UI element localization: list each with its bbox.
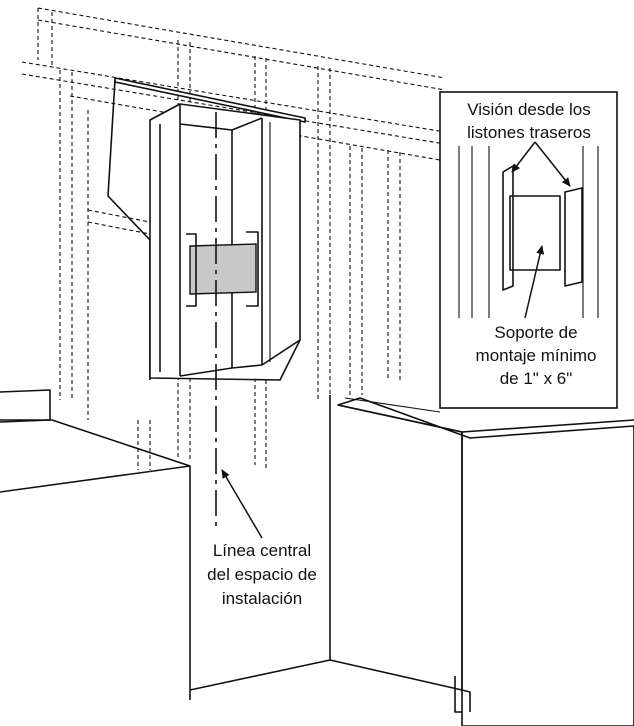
- right-cabinet: [189, 397, 634, 726]
- range-hood: [107, 77, 306, 381]
- centerline-label-line2: del espacio de: [207, 565, 317, 584]
- bracket-label-line3: de 1" x 6": [500, 369, 573, 388]
- bracket-label-line1: Soporte de: [494, 323, 577, 342]
- centerline-arrow: [221, 469, 263, 539]
- inset-arrow-right: [534, 141, 571, 187]
- centerline-label-line3: instalación: [222, 589, 302, 608]
- mounting-bracket: [189, 243, 257, 295]
- bracket-label-line2: montaje mínimo: [476, 346, 597, 365]
- labels: Visión desde los listones traseros Sopor…: [207, 100, 596, 608]
- centerline-label-line1: Línea central: [213, 541, 311, 560]
- inset-title-line2: listones traseros: [467, 123, 591, 142]
- inset-arrow-left: [511, 141, 536, 173]
- inset-title-line1: Visión desde los: [467, 100, 591, 119]
- inset-arrow-bracket: [524, 245, 545, 319]
- inset-view: [439, 91, 618, 409]
- walls: [0, 389, 331, 700]
